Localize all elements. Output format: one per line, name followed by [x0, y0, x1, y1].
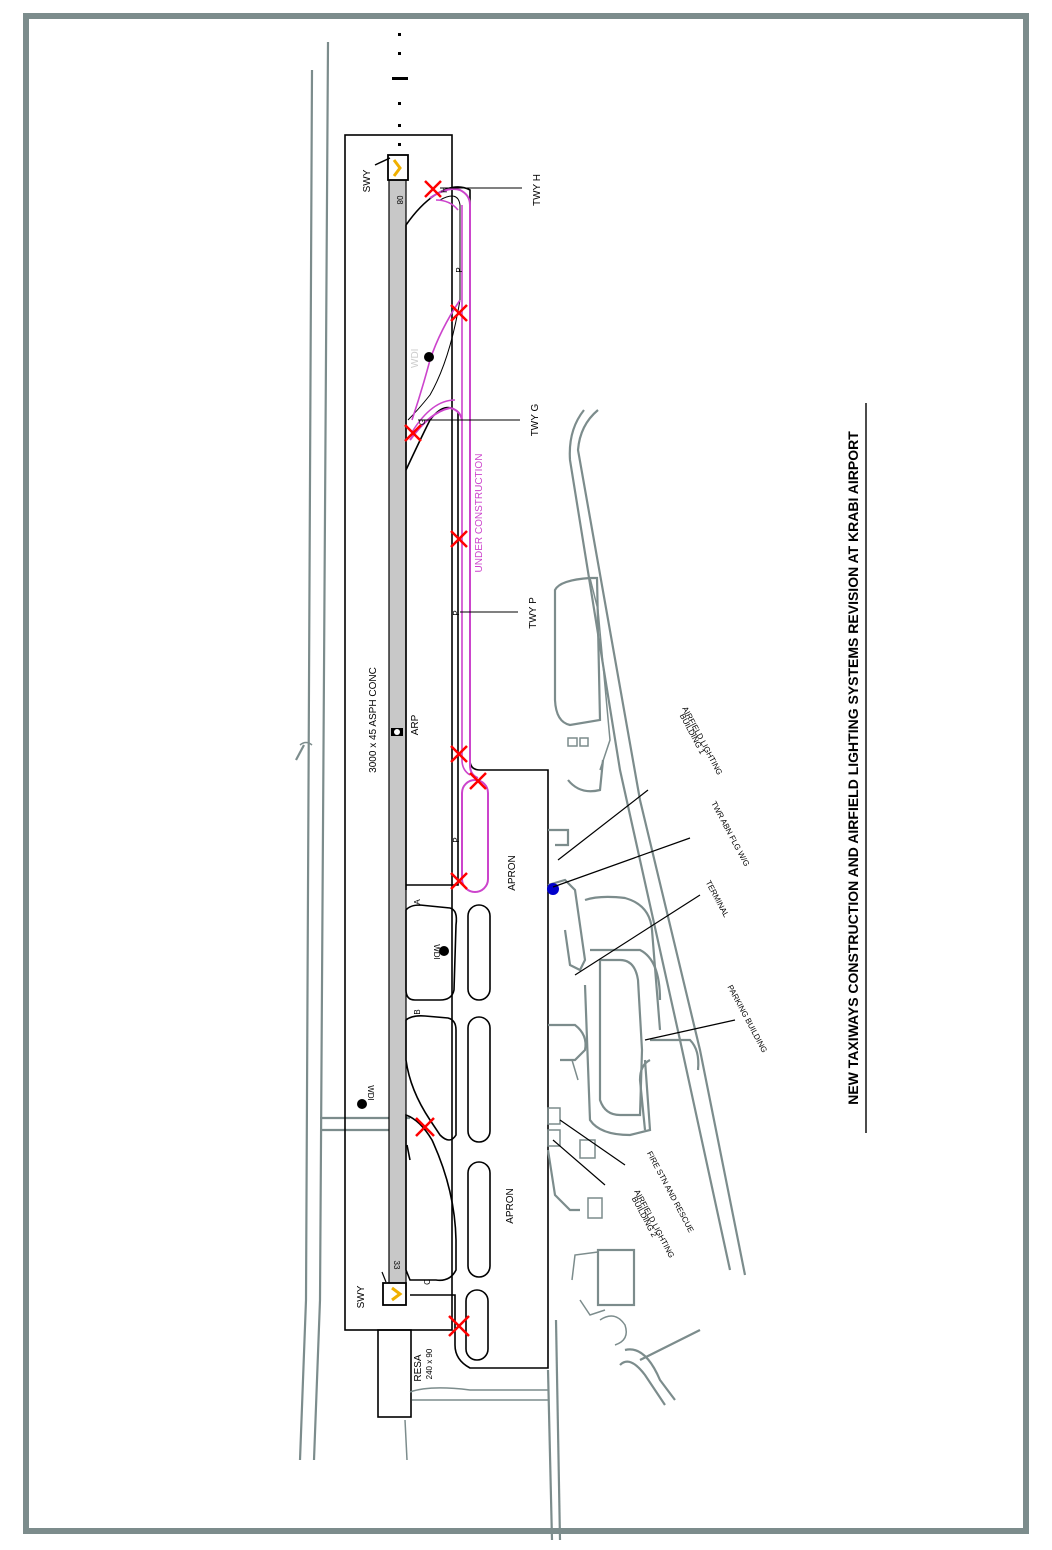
resa-area: [377, 1329, 412, 1418]
landside-roads: [404, 409, 747, 1541]
twy-callouts: [418, 187, 522, 613]
bldg-twr-abn: TWR ABN FLG W/G: [709, 800, 751, 868]
wdi-label-1: WDI: [410, 349, 421, 368]
twr-abn-marker: [547, 883, 559, 895]
arp-label: ARP: [410, 714, 421, 735]
resa-size: 240 x 90: [425, 1348, 434, 1379]
twy-letter-g: G: [418, 419, 427, 425]
apron-label-2: APRON: [505, 1188, 516, 1224]
swy-label-south: SWY: [356, 1285, 367, 1308]
apron-label-1: APRON: [507, 855, 518, 891]
twy-h-label: TWY H: [532, 174, 543, 206]
under-construction-label: UNDER CONSTRUCTION: [474, 454, 485, 573]
bldg-terminal: TERMINAL: [704, 879, 731, 919]
approach-lights: [392, 33, 408, 146]
building-callouts: [552, 789, 736, 1186]
bldg-parking: PARKING BUILDING: [726, 983, 769, 1054]
twy-g-label: TWY G: [530, 403, 541, 436]
wdi-dot-1: [424, 352, 434, 362]
wdi-label-2: WDI: [432, 944, 441, 960]
runway-spec: 3000 x 45 ASPH CONC: [368, 667, 379, 773]
resa-label: RESA: [413, 1354, 424, 1382]
twy-letter-a: A: [413, 899, 422, 905]
twy-letter-c: C: [423, 1279, 432, 1285]
closure-marks: [404, 180, 487, 1337]
wdi-label-3: WDI: [366, 1085, 375, 1101]
arp-marker: [391, 728, 403, 736]
twy-letter-p2: P: [452, 610, 461, 615]
runway-end-north: 08: [395, 196, 404, 205]
wdi-dot-2: [439, 946, 449, 956]
twy-letter-b: B: [413, 1009, 422, 1014]
perimeter-road: [295, 41, 410, 1461]
wdi-dot-3: [357, 1099, 367, 1109]
page-border: [23, 13, 1029, 1534]
twy-p-label: TWY P: [528, 597, 539, 629]
twy-letter-p1: P: [455, 267, 464, 272]
swy-label-north: SWY: [362, 169, 373, 192]
stopway-south: [382, 1282, 407, 1306]
runway-end-south: 33: [392, 1261, 401, 1270]
twy-letter-h: H: [440, 187, 449, 193]
twy-letter-p3: P: [452, 837, 461, 842]
chart-title: NEW TAXIWAYS CONSTRUCTION AND AIRFIELD L…: [845, 431, 861, 1105]
